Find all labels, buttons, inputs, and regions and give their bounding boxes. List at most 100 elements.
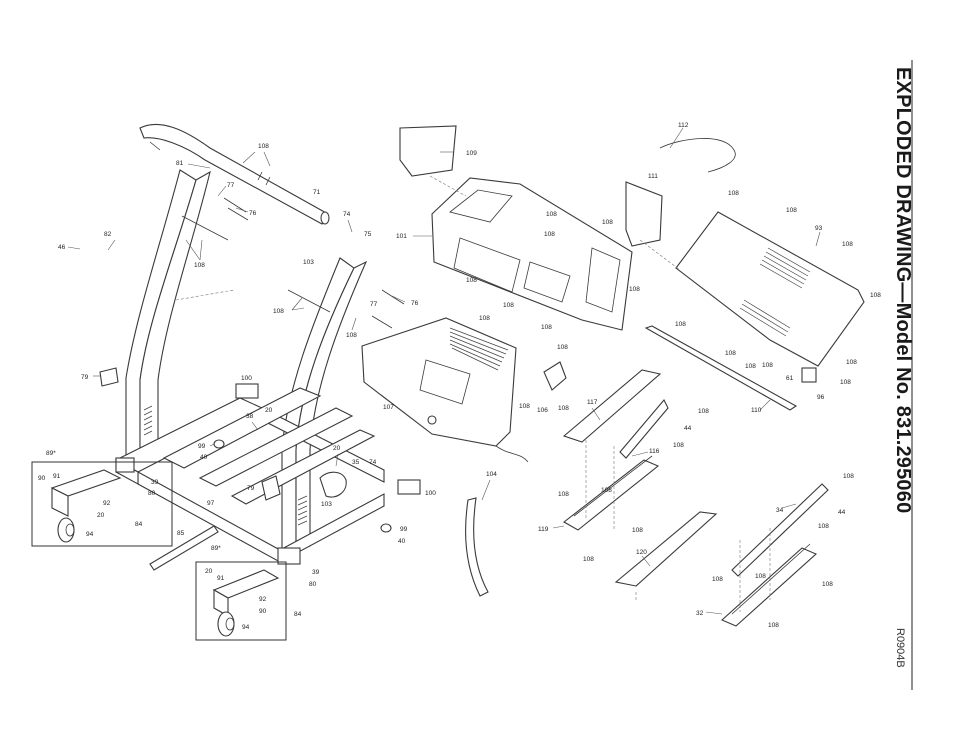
label-108: 108 (725, 350, 736, 357)
label-119: 119 (538, 526, 549, 533)
label-108: 108 (675, 321, 686, 328)
part-100-block (235, 383, 259, 399)
label-108: 108 (544, 231, 555, 238)
front-console-107 (361, 317, 517, 447)
label-108: 108 (818, 523, 829, 530)
label-108: 108 (541, 324, 552, 331)
label-79: 79 (81, 374, 89, 381)
label-103: 103 (321, 501, 332, 508)
label-40: 40 (398, 538, 406, 545)
label-100: 100 (241, 375, 252, 382)
label-110: 110 (751, 407, 762, 414)
label-116: 116 (649, 448, 660, 455)
deck-rail-32 (720, 543, 818, 627)
belt-104 (465, 497, 489, 597)
part-99-cap (213, 439, 225, 449)
label-77: 77 (370, 301, 378, 308)
leader-lines (67, 127, 821, 615)
console-insert-111 (625, 181, 663, 247)
label-111: 111 (648, 173, 658, 180)
label-108: 108 (629, 286, 640, 293)
label-93: 93 (815, 225, 823, 232)
label-89: 89* (211, 545, 221, 552)
label-71: 71 (313, 189, 321, 196)
label-99: 99 (400, 526, 408, 533)
label-108: 108 (632, 527, 643, 534)
label-20: 20 (97, 512, 105, 519)
label-108: 108 (601, 487, 612, 494)
rail-bracket-34 (731, 483, 829, 577)
label-106: 106 (537, 407, 548, 414)
label-100: 100 (425, 490, 436, 497)
label-108: 108 (503, 302, 514, 309)
part-96 (801, 367, 817, 383)
label-117: 117 (587, 399, 598, 406)
label-82: 82 (104, 231, 112, 238)
label-120: 120 (636, 549, 647, 556)
label-108: 108 (194, 262, 205, 269)
label-108: 108 (558, 491, 569, 498)
label-108: 108 (842, 241, 853, 248)
part-103-motor (319, 471, 347, 498)
drawing-code: R0904B (894, 628, 906, 668)
left-upright (125, 169, 211, 456)
label-92: 92 (259, 596, 267, 603)
part-labels: 108 81 77 71 76 82 46 108 74 75 103 108 … (38, 122, 881, 631)
fasteners (181, 197, 405, 329)
label-108: 108 (546, 211, 557, 218)
side-rail-117 (562, 369, 662, 443)
label-80: 80 (148, 490, 156, 497)
label-84: 84 (294, 611, 302, 618)
handlebar-71 (139, 123, 330, 225)
label-108: 108 (755, 573, 766, 580)
label-90: 90 (38, 475, 46, 482)
label-108: 108 (840, 379, 851, 386)
label-81: 81 (176, 160, 184, 167)
label-75: 75 (364, 231, 372, 238)
label-108: 108 (870, 292, 881, 299)
label-61: 61 (786, 375, 794, 382)
label-46: 46 (58, 244, 66, 251)
label-85: 85 (177, 530, 185, 537)
detail-box-89b (195, 561, 287, 641)
label-108: 108 (273, 308, 284, 315)
deck-rail-119 (563, 455, 660, 531)
label-76: 76 (249, 210, 257, 217)
label-94: 94 (242, 624, 250, 631)
label-94: 94 (86, 531, 94, 538)
label-20: 20 (265, 407, 273, 414)
label-103: 103 (303, 259, 314, 266)
label-76: 76 (411, 300, 419, 307)
label-104: 104 (486, 471, 497, 478)
label-108: 108 (346, 332, 357, 339)
label-39: 39 (151, 479, 159, 486)
rail-110 (644, 325, 798, 411)
label-108: 108 (745, 363, 756, 370)
label-108: 108 (673, 442, 684, 449)
label-74: 74 (343, 211, 351, 218)
console-base-101 (431, 177, 633, 331)
label-107: 107 (383, 404, 394, 411)
rail-bracket-116 (619, 399, 669, 459)
part-79a-bracket (99, 367, 119, 387)
label-96: 96 (817, 394, 825, 401)
label-108: 108 (466, 277, 477, 284)
label-108: 108 (583, 556, 594, 563)
label-108: 108 (846, 359, 857, 366)
label-90: 90 (259, 608, 267, 615)
label-80: 80 (309, 581, 317, 588)
label-108: 108 (712, 576, 723, 583)
label-108: 108 (768, 622, 779, 629)
label-38: 38 (246, 413, 254, 420)
label-108: 108 (698, 408, 709, 415)
label-108: 108 (822, 581, 833, 588)
detail-box-89a (31, 461, 173, 547)
side-rail-120 (614, 511, 718, 587)
label-79: 79 (247, 485, 255, 492)
part-99b-cap (380, 523, 392, 533)
label-20: 20 (333, 445, 341, 452)
label-108: 108 (479, 315, 490, 322)
label-92: 92 (103, 500, 111, 507)
label-108: 108 (258, 143, 269, 150)
